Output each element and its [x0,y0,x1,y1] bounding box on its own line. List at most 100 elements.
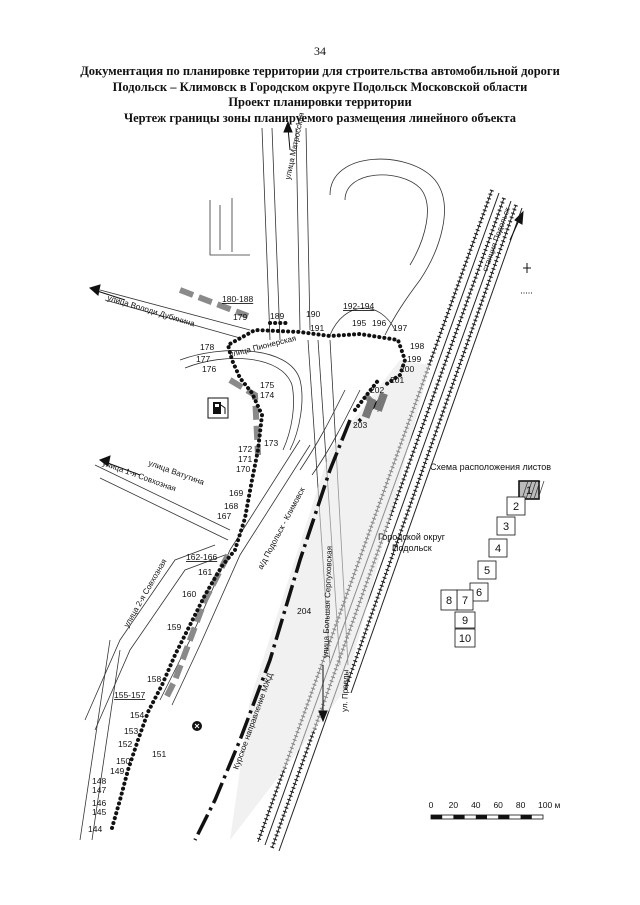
point-147: 147 [92,785,106,795]
title-line-4: Чертеж границы зоны планируемого размеще… [123,110,517,125]
scale-bar: 0 20 40 60 80 100 м [429,800,561,820]
sheet-label-6: 6 [476,587,482,599]
point-162-166: 162-166 [186,552,217,562]
point-180-188: 180-188 [222,294,253,304]
scale-tick-label: 40 [471,800,481,810]
street-2ya-sovkhoznaya: улица 2-я Совхозная [122,557,169,629]
street-matrosskaya: улица Матросская [283,112,306,181]
street-station: станция Подольск [480,206,512,273]
sheet-hatch [525,480,533,500]
sheet-label-9: 9 [462,615,468,627]
sheet-box-2 [506,496,526,516]
point-167: 167 [217,511,231,521]
track-zone-shading [230,360,430,840]
point-201: 201 [390,375,404,385]
route-marker-icon [192,721,202,731]
sheet-box-5 [477,560,497,580]
point-175: 175 [260,380,274,390]
sheet-label-1: 1 [526,485,532,497]
point-144: 144 [88,824,102,834]
point-160: 160 [182,589,196,599]
sheet-hatch [537,480,545,500]
document-title: Документация по планировке территории дл… [20,64,620,126]
sheet-hatch [533,480,541,500]
district-label-line-1: Городской округ [378,532,446,542]
point-204: 204 [297,606,311,616]
sheet-box-9 [454,611,476,629]
point-179: 179 [233,312,247,322]
point-200: 200 [400,364,414,374]
title-line-1: Документация по планировке территории дл… [80,64,560,78]
point-192-194: 192-194 [343,301,374,311]
gas-station-icon [207,397,229,419]
sheet-label-2: 2 [513,501,519,513]
sheet-label-3: 3 [503,521,509,533]
point-178: 178 [200,342,214,352]
point-149: 149 [110,766,124,776]
point-169: 169 [229,488,243,498]
point-146: 146 [92,798,106,808]
sheet-hatch [529,480,537,500]
point-203: 203 [353,420,367,430]
point-189: 189 [270,311,284,321]
scale-tick-label: 20 [449,800,459,810]
point-150: 150 [116,756,130,766]
point-148: 148 [92,776,106,786]
point-198: 198 [410,341,424,351]
scale-tick-label: 80 [516,800,526,810]
point-170: 170 [236,464,250,474]
point-153: 153 [124,726,138,736]
street-bolshaya-serpukhovskaya: улица Большая Серпуховская [321,546,334,658]
point-195: 195 [352,318,366,328]
sheet-label-5: 5 [484,565,490,577]
sheet-label-10: 10 [459,633,471,645]
point-labels: 144 145 146 147 148 149 150 151 152 153 … [88,294,424,834]
page-number: 34 [314,44,326,58]
scale-tick-label: 0 [429,800,434,810]
point-196: 196 [372,318,386,328]
direction-arrow-icon [88,120,524,723]
point-173: 173 [264,438,278,448]
sheet-label-8: 8 [446,595,452,607]
point-199: 199 [407,354,421,364]
sheet-box-4 [488,538,508,558]
sheet-label-7: 7 [462,595,468,607]
sheet-label-4: 4 [495,543,501,555]
point-154: 154 [130,710,144,720]
sheet-scheme-title: Схема расположения листов [430,462,551,472]
sheet-hatch [521,480,529,500]
point-168: 168 [224,501,238,511]
point-158: 158 [147,674,161,684]
point-172: 172 [238,444,252,454]
point-155-157: 155-157 [114,690,145,700]
sheet-box-10 [454,628,476,648]
railway-lines [256,189,523,852]
scale-tick-label: 100 м [538,800,561,810]
boundary-points-line [110,321,408,830]
sheet-box-8 [440,589,458,611]
district-label-line-2: Подольск [392,543,432,553]
building-blocks [361,392,388,419]
point-161: 161 [198,567,212,577]
point-177: 177 [196,354,210,364]
point-191: 191 [310,323,324,333]
point-145: 145 [92,807,106,817]
point-152: 152 [118,739,132,749]
street-pravdy: ул. Правды [340,669,350,712]
scale-tick-label: 60 [493,800,503,810]
point-151: 151 [152,749,166,759]
compass-icon [521,263,533,294]
point-174: 174 [260,390,274,400]
point-190: 190 [306,309,320,319]
title-line-3: Проект планировки территории [228,95,412,109]
point-197: 197 [393,323,407,333]
point-159: 159 [167,622,181,632]
point-176: 176 [202,364,216,374]
sheet-box-3 [496,516,516,536]
point-171: 171 [238,454,252,464]
title-line-2: Подольск – Климовск в Городском округе П… [112,79,528,94]
point-202: 202 [370,385,384,395]
